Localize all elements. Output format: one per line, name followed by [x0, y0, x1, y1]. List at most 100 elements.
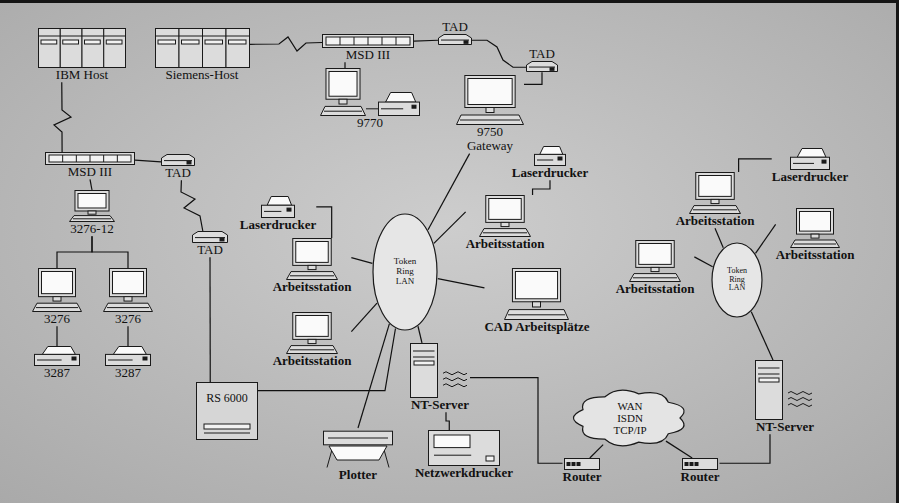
server-tower: NT-Server [755, 360, 815, 434]
keyboard [287, 272, 338, 280]
device-icon [534, 146, 566, 166]
device-detail [117, 155, 118, 162]
node-label: TAD [442, 20, 468, 34]
monitor-case [326, 69, 360, 100]
connector-line [127, 326, 128, 346]
node-label: Token Ring LAN [390, 257, 420, 287]
connector-line [92, 236, 128, 268]
monitor-case [465, 76, 515, 108]
router-led [690, 463, 693, 466]
keyboard [104, 303, 153, 311]
device-detail [508, 314, 565, 315]
plotter-body [324, 431, 393, 445]
printer-device: 3287 [105, 346, 151, 380]
device-detail [82, 36, 104, 37]
tower-case [756, 361, 783, 420]
modem-device: TAD [161, 154, 195, 180]
printer-button [558, 157, 562, 160]
modem-body [162, 155, 195, 166]
node-label: CAD Arbeitsplätze [484, 320, 589, 334]
wan-cloud: WAN ISDN TCP/IP [569, 384, 691, 452]
workstation-pc: Arbeitsstation [273, 312, 352, 368]
device-icon [682, 458, 718, 470]
router-led [685, 463, 688, 466]
printer-body [429, 431, 500, 466]
keyboard [630, 274, 681, 282]
monitor-case [636, 241, 674, 268]
printer-body [379, 102, 420, 115]
node-label: Arbeitsstation [776, 248, 855, 262]
drive-bay [414, 361, 434, 365]
printer-body [790, 157, 829, 169]
host-cabinet [60, 29, 82, 68]
node-label: NT-Server [756, 420, 814, 434]
device-detail [382, 37, 383, 45]
connector-line [756, 224, 776, 253]
connector-line [751, 312, 773, 360]
printer-button [412, 105, 416, 108]
plotter-device: Plotter [323, 428, 393, 482]
monitor-stand [651, 267, 659, 271]
device-icon [45, 152, 135, 165]
connector-line [533, 180, 550, 195]
device-icon [790, 208, 840, 248]
connector-line [209, 257, 210, 382]
printer-body [534, 154, 565, 165]
node-label: TAD [529, 47, 555, 61]
device-icon [261, 196, 295, 218]
connector-line [446, 412, 449, 430]
router-device: Router [563, 458, 602, 484]
keyboard [33, 303, 82, 311]
monitor-case [293, 239, 331, 266]
right-border [896, 0, 899, 503]
connector-line [250, 37, 323, 51]
device-detail [758, 368, 780, 369]
server-squiggle [443, 372, 467, 375]
connector-line [56, 326, 57, 346]
keyboard [321, 106, 366, 115]
host-cabinet [179, 29, 203, 68]
monitor-screen [489, 199, 521, 220]
device-detail [328, 438, 388, 439]
rack-front [326, 37, 410, 45]
device-icon [320, 68, 420, 116]
workstation-pc: Arbeitsstation [776, 208, 855, 262]
device-detail [354, 37, 355, 45]
shape-outline [196, 382, 258, 440]
host-cabinet [39, 29, 61, 68]
node-label: Siemens-Host [166, 68, 239, 82]
workstation-pc: Arbeitsstation [676, 172, 755, 228]
printer-device: Laserdrucker [512, 146, 589, 180]
printer-paper [267, 197, 291, 206]
host-cabinet [82, 29, 104, 68]
connector-line [524, 72, 542, 84]
device-detail [290, 275, 334, 276]
device-icon [755, 360, 815, 420]
device-icon [428, 430, 500, 466]
device-detail [226, 36, 250, 37]
server-squiggle [788, 398, 812, 401]
node-label: RS 6000 [206, 392, 248, 405]
rack-front [49, 155, 131, 162]
monitor-stand [711, 199, 719, 203]
device-icon [564, 458, 600, 470]
device-icon [322, 34, 414, 48]
server-tower: NT-Server [410, 343, 470, 412]
keyboard [70, 216, 115, 222]
mainframe-host: IBM Host [38, 28, 126, 82]
device-detail [340, 37, 341, 45]
modem-device: TAD [526, 47, 558, 72]
connector-line [418, 326, 422, 343]
rack-body [46, 153, 135, 165]
keyboard [480, 229, 531, 237]
device-icon [103, 268, 153, 312]
node-label: Arbeitsstation [676, 214, 755, 228]
device-detail [758, 374, 780, 375]
monitor-stand [53, 297, 61, 301]
device-detail [104, 36, 126, 37]
device-detail [434, 455, 471, 456]
connector-line [344, 62, 345, 68]
connector-line [181, 180, 203, 231]
device-detail [36, 307, 78, 308]
device-detail [37, 360, 62, 361]
